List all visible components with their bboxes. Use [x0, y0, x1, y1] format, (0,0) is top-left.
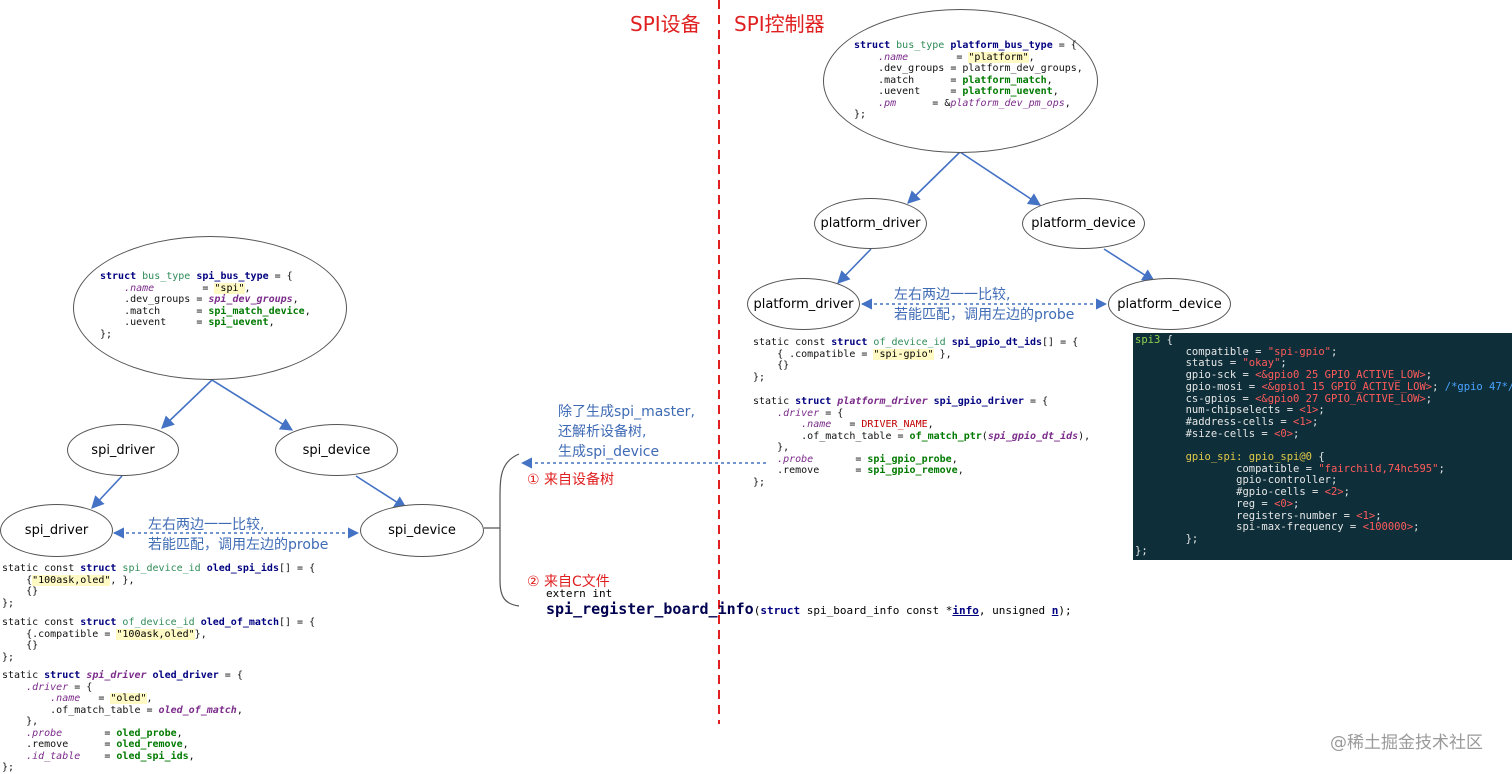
device-tree-panel: spi3 { compatible = "spi-gpio"; status =…: [1133, 333, 1512, 560]
arrow-pbus-to-pdevice: [959, 151, 1042, 206]
source-dts-label: ① 来自设备树: [527, 472, 615, 488]
extern-int-label: extern int: [546, 587, 613, 600]
arrow-pdevice-down: [1103, 248, 1156, 282]
watermark: @稀土掘金技术社区: [1330, 733, 1483, 753]
spi-bus-type-ellipse: [73, 236, 347, 380]
register-board-info-signature: spi_register_board_info(struct spi_board…: [546, 600, 1072, 618]
arrow-driver-down: [91, 475, 123, 509]
left-compare-note: 左右两边一一比较, 若能匹配，调用左边的probe: [148, 517, 329, 553]
arrow-pbus-to-pdriver: [907, 151, 961, 204]
spi-gpio-driver-code: static struct platform_driver spi_gpio_d…: [753, 396, 1091, 488]
platform-bus-type-ellipse: [823, 9, 1098, 153]
node-spi-driver-bottom: spi_driver: [0, 504, 113, 557]
title-spi-controller: SPI控制器: [734, 12, 825, 36]
source-brace: [484, 453, 520, 607]
node-platform-driver-bottom: platform_driver: [747, 278, 860, 330]
arrow-pdriver-down: [837, 248, 872, 284]
oled-spi-ids-code: static const struct spi_device_id oled_s…: [2, 563, 316, 609]
node-spi-device-bottom: spi_device: [360, 504, 484, 557]
title-spi-device: SPI设备: [630, 12, 701, 36]
middle-note: 除了生成spi_master, 还解析设备树, 生成spi_device: [558, 404, 695, 460]
platform-bus-type-code: struct bus_type platform_bus_type = { .n…: [854, 40, 1083, 120]
oled-of-match-code: static const struct of_device_id oled_of…: [2, 617, 316, 663]
register-board-info-fn: spi_register_board_info: [546, 600, 754, 618]
oled-driver-code: static struct spi_driver oled_driver = {…: [2, 670, 243, 773]
device-tree-code: spi3 { compatible = "spi-gpio"; status =…: [1135, 334, 1512, 557]
spi-gpio-dt-ids-code: static const struct of_device_id spi_gpi…: [753, 337, 1079, 383]
arrow-bus-to-spi-device: [211, 379, 294, 431]
node-platform-device-bottom: platform_device: [1108, 278, 1231, 330]
spi-bus-type-code: struct bus_type spi_bus_type = { .name =…: [100, 271, 311, 340]
node-platform-driver-top: platform_driver: [814, 198, 927, 249]
arrow-device-down: [355, 475, 408, 509]
node-platform-device-top: platform_device: [1022, 198, 1145, 249]
node-spi-device-top: spi_device: [275, 424, 398, 476]
arrow-bus-to-spi-driver: [161, 379, 213, 429]
node-spi-driver-top: spi_driver: [67, 424, 179, 476]
source-c-label: ② 来自C文件: [527, 574, 610, 590]
right-compare-note: 左右两边一一比较, 若能匹配，调用左边的probe: [894, 287, 1075, 323]
